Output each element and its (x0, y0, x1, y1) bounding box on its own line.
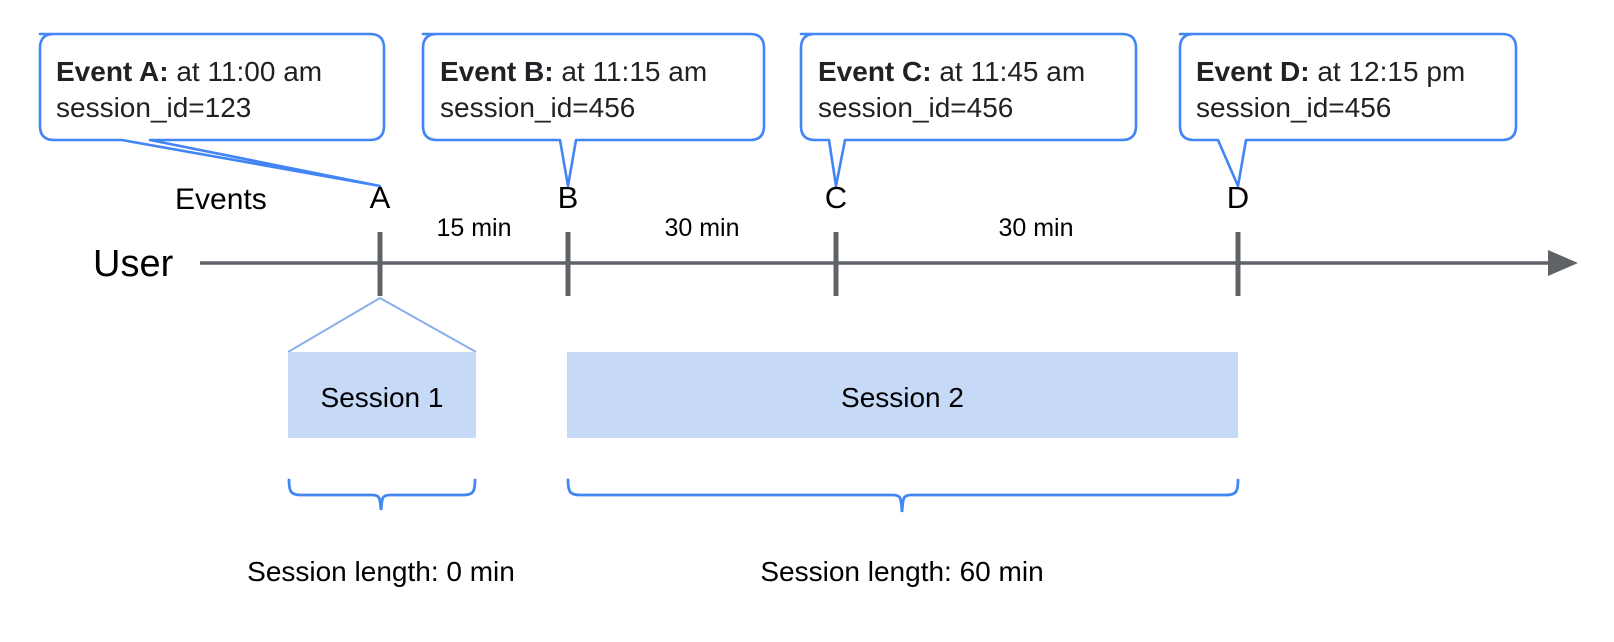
callout-session-c: session_id=456 (818, 91, 1014, 123)
callout-time-d: at 12:15 pm (1309, 56, 1466, 87)
callout-bubble-c (799, 32, 1138, 188)
axis-arrow-icon (1548, 250, 1578, 276)
callout-time-a: at 11:00 am (168, 56, 323, 87)
marker-label-a: A (369, 180, 391, 215)
session-length-label-1: Session length: 0 min (247, 556, 515, 587)
session2-brace (566, 478, 1240, 513)
callout-time-c: at 11:45 am (931, 56, 1086, 87)
callout-label-d: Event D: (1196, 56, 1310, 87)
session-label-1: Session 1 (320, 382, 444, 413)
session-length-label-2: Session length: 60 min (760, 556, 1044, 587)
callout-time-b: at 11:15 am (553, 56, 708, 87)
callout-text-a: Event A: at 11:00 am session_id=123 (56, 54, 376, 126)
gap-label-ab: 15 min (436, 214, 512, 242)
callout-session-a: session_id=123 (56, 91, 252, 123)
gap-label-cd: 30 min (998, 214, 1074, 242)
callout-label-c: Event C: (818, 56, 932, 87)
callout-bubble-a (38, 32, 386, 188)
callout-session-d: session_id=456 (1196, 91, 1392, 123)
marker-label-c: C (824, 180, 848, 215)
callout-bubble-d (1178, 32, 1518, 188)
marker-label-d: D (1226, 180, 1250, 215)
timeline-axis (200, 250, 1578, 276)
user-row-label: User (93, 243, 174, 285)
event-marker-ticks (377, 232, 1241, 296)
session-label-2: Session 2 (841, 382, 964, 413)
callout-session-b: session_id=456 (440, 91, 636, 123)
callout-text-d: Event D: at 12:15 pm session_id=456 (1196, 54, 1516, 126)
callout-label-a: Event A: (56, 56, 169, 87)
events-row-label: Events (175, 183, 267, 216)
callout-label-b: Event B: (440, 56, 554, 87)
callout-text-c: Event C: at 11:45 am session_id=456 (818, 54, 1138, 126)
callout-text-b: Event B: at 11:15 am session_id=456 (440, 54, 760, 126)
session1-brace (287, 478, 477, 511)
callout-bubble-b (421, 32, 766, 188)
session-box-1 (288, 352, 476, 438)
gap-label-bc: 30 min (664, 214, 740, 242)
session1-connector (287, 296, 477, 353)
session-box-2 (567, 352, 1238, 438)
marker-label-b: B (557, 180, 579, 215)
